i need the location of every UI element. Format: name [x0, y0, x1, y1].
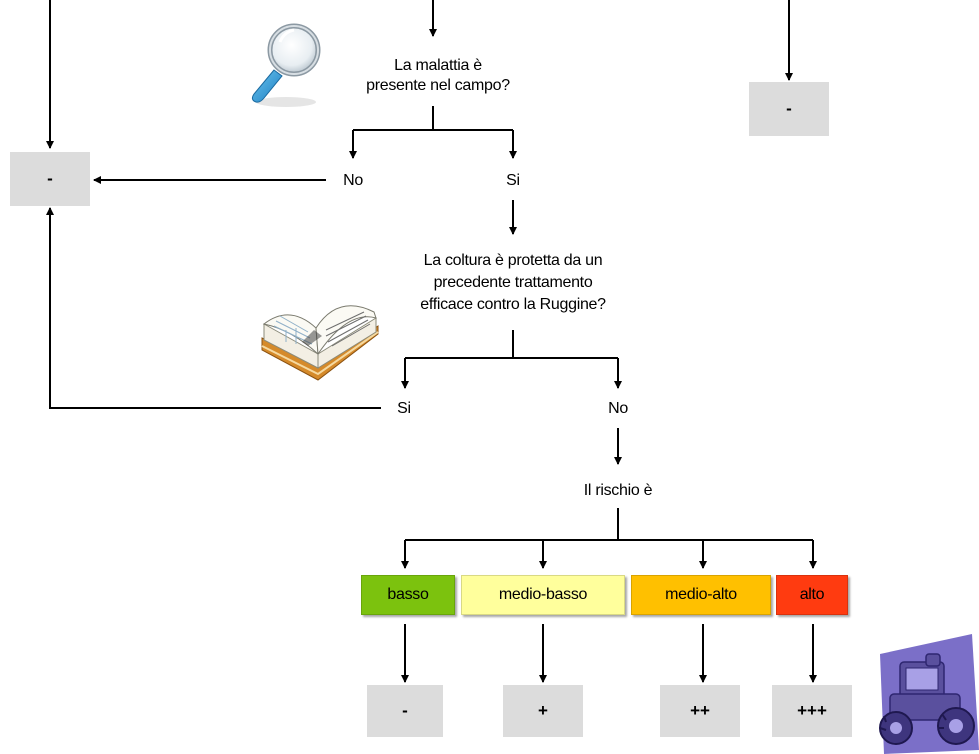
outcome-box-basso: -: [367, 685, 443, 737]
outcome-box-medio-alto: ++: [660, 685, 740, 737]
risk-level-basso-label: basso: [387, 586, 429, 603]
outcome-top-right-label: -: [786, 99, 792, 118]
outcome-box-left: -: [10, 152, 90, 206]
question-crop-protected: La coltura è protetta da un precedente t…: [420, 252, 606, 313]
risk-level-alto-label: alto: [799, 586, 825, 603]
risk-question-label: Il rischio è: [583, 482, 653, 499]
risk-level-medio-alto-label: medio-alto: [665, 586, 737, 603]
open-book-icon: [261, 305, 379, 381]
answer-si-2: Si: [397, 400, 411, 417]
question-disease-present: La malattia è presente nel campo?: [366, 57, 510, 94]
answer-no-1: No: [343, 172, 363, 189]
outcome-alto-label: +++: [797, 701, 827, 720]
magnifier-icon: [251, 23, 321, 107]
risk-level-medio-alto: medio-alto: [631, 575, 771, 615]
outcome-box-top-right: -: [749, 82, 829, 136]
answer-no-2: No: [608, 400, 628, 417]
answer-si-1: Si: [506, 172, 520, 189]
outcome-medio-alto-label: ++: [690, 701, 710, 720]
outcome-left-label: -: [47, 169, 53, 188]
tractor-icon: [879, 634, 979, 754]
risk-level-alto: alto: [776, 575, 848, 615]
outcome-box-medio-basso: +: [503, 685, 583, 737]
outcome-medio-basso-label: +: [538, 701, 548, 720]
risk-level-basso: basso: [361, 575, 455, 615]
risk-level-medio-basso-label: medio-basso: [498, 586, 588, 603]
risk-level-medio-basso: medio-basso: [461, 575, 625, 615]
connector-si-return: [46, 207, 381, 409]
outcome-basso-label: -: [402, 701, 408, 720]
outcome-box-alto: +++: [772, 685, 852, 737]
